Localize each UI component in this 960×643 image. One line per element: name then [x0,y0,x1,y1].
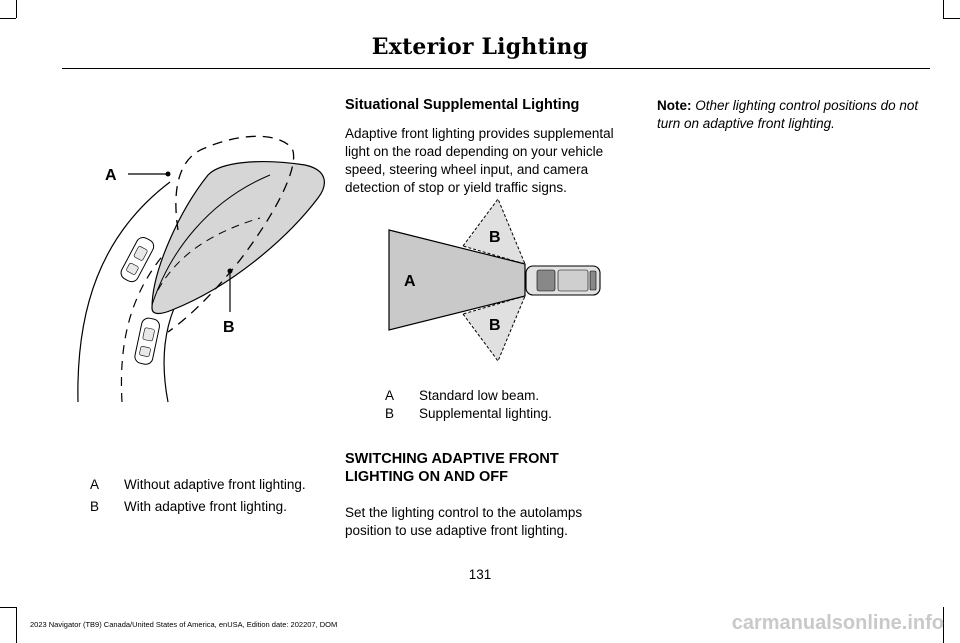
legend-text: With adaptive front lighting. [124,499,287,514]
section-body: Adaptive front lighting provides supplem… [345,126,614,195]
figure-right-label-b-bottom: B [489,317,501,334]
note-text: Other lighting control positions do not … [657,98,919,131]
note: Note: Other lighting control positions d… [657,97,932,133]
supplemental-beam-bottom [462,295,526,363]
car-lower [134,317,160,365]
standard-beam-inner-dashed [157,217,261,291]
crop-mark [943,607,944,643]
legend-key: A [90,477,100,492]
car-upper [120,237,155,283]
legend-text: Standard low beam. [419,388,540,403]
crop-mark [0,18,16,19]
adaptive-lighting-curve-illustration: A B [77,135,325,403]
legend-text: Without adaptive front lighting. [124,477,306,492]
page-number: 131 [468,567,492,582]
crop-mark [16,607,17,643]
figure-left-label-a: A [105,167,117,184]
crop-mark [16,0,17,18]
legend-row: B With adaptive front lighting. [90,498,330,516]
figure-right-label-a: A [404,273,416,290]
watermark: carmanualsonline.info [731,612,944,634]
legend-key: B [385,406,395,421]
supplemental-lighting-illustration: B A B [388,197,601,363]
vehicle-top-view [525,265,601,296]
note-label: Note: [657,98,692,113]
legend-row: A Without adaptive front lighting. [90,476,330,494]
header-rule [62,68,930,69]
standard-beam-outline [167,135,295,333]
legend-text: Supplemental lighting. [419,406,552,421]
figure-right-label-b-top: B [489,229,501,246]
switching-body: Set the lighting control to the autolamp… [345,505,583,538]
section-title: Situational Supplemental Lighting [345,97,580,113]
crop-mark [0,607,16,608]
callout-a-dot [165,171,171,177]
supplemental-beam-top [462,197,526,265]
footer: 2023 Navigator (TB9) Canada/United State… [30,620,338,629]
adaptive-beam-area [151,161,325,315]
crop-mark [943,0,944,18]
low-beam-area [388,229,526,331]
legend-key: A [385,388,395,403]
crop-mark [943,18,960,19]
legend-row: B Supplemental lighting. [385,405,625,423]
page-title: Exterior Lighting [371,34,589,60]
figure-left-label-b: B [223,319,235,336]
legend-row: A Standard low beam. [385,387,625,405]
road-outer-edge [77,181,171,403]
adaptive-beam-inner-edge [151,174,271,306]
legend-key: B [90,499,100,514]
switching-title: SWITCHING ADAPTIVE FRONT LIGHTING ON AND… [345,451,559,485]
